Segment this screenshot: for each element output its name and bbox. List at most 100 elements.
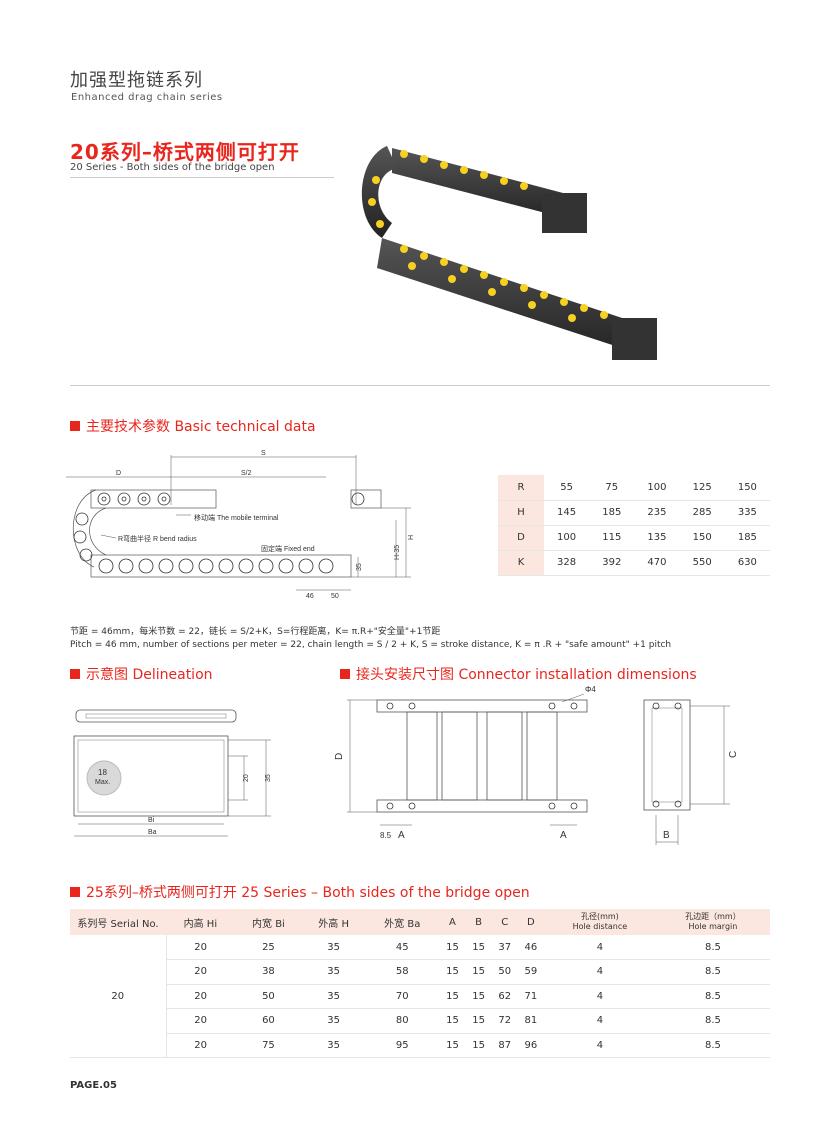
table-cell: 150 — [724, 475, 770, 501]
table-cell: 58 — [365, 959, 440, 985]
table-cell: 15 — [439, 935, 466, 960]
series25-heading-text: 25系列–桥式两侧可打开 25 Series – Both sides of t… — [86, 885, 530, 901]
table-cell: 185 — [589, 500, 635, 526]
table-cell: 75 — [589, 475, 635, 501]
table-cell: 87 — [491, 1033, 518, 1058]
fixed-end-label: 固定端 Fixed end — [261, 544, 315, 553]
table-cell: 95 — [365, 1033, 440, 1058]
table-cell: 59 — [517, 959, 544, 985]
column-header: 外高 H — [302, 909, 366, 935]
dim-35-label: 35 — [356, 563, 363, 571]
serial-number-cell: 20 — [70, 935, 167, 1058]
dim-c-label: C — [728, 751, 739, 758]
row-label-cell: K — [498, 550, 544, 576]
table-cell: 70 — [365, 984, 440, 1009]
dim-50-label: 50 — [331, 593, 339, 600]
table-cell: 4 — [543, 1033, 656, 1058]
dim-a-left-label: A — [398, 830, 405, 841]
table-cell: 8.5 — [655, 984, 770, 1009]
bullet-square-icon — [70, 669, 80, 679]
table-cell: 8.5 — [655, 1033, 770, 1058]
table-cell: 15 — [465, 935, 492, 960]
series-subtitle: 20 Series - Both sides of the bridge ope… — [70, 162, 275, 173]
column-header-cn: 孔径(mm) — [580, 912, 619, 921]
table-cell: 100 — [544, 525, 590, 551]
column-header: D — [517, 909, 544, 935]
max-suffix-label: Max. — [95, 779, 110, 786]
table-cell: 20 — [166, 1008, 235, 1034]
row-label-cell: D — [498, 525, 544, 551]
hole-diameter-label: Φ4 — [585, 685, 596, 694]
column-header-cn: 孔边距（mm） — [685, 912, 741, 921]
delineation-heading: 示意图 Delineation — [70, 664, 213, 684]
table-cell: 125 — [679, 475, 725, 501]
chain-dimension-diagram: S D S/2 移动端 The mobile terminal R弯曲半径 R … — [66, 450, 415, 600]
column-header: 内高 Hi — [166, 909, 235, 935]
table-cell: 8.5 — [655, 935, 770, 960]
basic-data-heading: 主要技术参数 Basic technical data — [70, 416, 316, 436]
table-cell: 235 — [634, 500, 680, 526]
table-cell: 45 — [365, 935, 440, 960]
table-cell: 335 — [724, 500, 770, 526]
table-cell: 80 — [365, 1008, 440, 1034]
table-cell: 285 — [679, 500, 725, 526]
basic-data-heading-text: 主要技术参数 Basic technical data — [86, 419, 316, 435]
table-cell: 15 — [439, 1008, 466, 1034]
table-cell: 185 — [724, 525, 770, 551]
series25-heading: 25系列–桥式两侧可打开 25 Series – Both sides of t… — [70, 882, 530, 902]
table-cell: 470 — [634, 550, 680, 576]
table-cell: 46 — [517, 935, 544, 960]
table-cell: 75 — [234, 1033, 303, 1058]
connector-installation-diagram: Φ4 D 8.5 A A — [334, 685, 596, 841]
dim-b-label: B — [663, 830, 670, 841]
table-cell: 115 — [589, 525, 635, 551]
table-cell: 62 — [491, 984, 518, 1009]
table-cell: 4 — [543, 935, 656, 960]
column-header-en: Hole distance — [572, 922, 628, 931]
dim-s2-label: S/2 — [241, 470, 252, 477]
series-title: 20系列–桥式两侧可打开 — [70, 140, 300, 164]
table-cell: 96 — [517, 1033, 544, 1058]
table-cell: 20 — [166, 984, 235, 1009]
column-header-en: Hole margin — [688, 922, 738, 931]
table-cell: 15 — [465, 984, 492, 1009]
table-cell: 35 — [302, 984, 366, 1009]
dim-d-label: D — [334, 753, 345, 760]
column-header: C — [491, 909, 518, 935]
column-header: 孔径(mm)Hole distance — [543, 909, 656, 935]
delineation-diagram: 18 Max. 20 35 Bi Ba — [73, 709, 272, 837]
table-cell: 35 — [302, 1008, 366, 1034]
column-header: 系列号 Serial No. — [70, 909, 166, 935]
row-label-cell: H — [498, 500, 544, 526]
table-cell: 50 — [234, 984, 303, 1009]
table-cell: 35 — [302, 935, 366, 960]
table-cell: 4 — [543, 984, 656, 1009]
dim-d-label: D — [116, 470, 121, 477]
page-header-subtitle: Enhanced drag chain series — [71, 92, 223, 103]
table-cell: 20 — [166, 935, 235, 960]
connector-side-diagram: C B — [643, 699, 739, 845]
table-cell: 25 — [234, 935, 303, 960]
dim-35-label: 35 — [265, 774, 272, 782]
bullet-square-icon — [340, 669, 350, 679]
dim-a-right-label: A — [560, 830, 567, 841]
table-cell: 20 — [166, 1033, 235, 1058]
page-number: PAGE.05 — [70, 1080, 117, 1091]
table-cell: 72 — [491, 1008, 518, 1034]
table-cell: 81 — [517, 1008, 544, 1034]
table-cell: 4 — [543, 1008, 656, 1034]
page-header-title: 加强型拖链系列 — [70, 70, 203, 91]
bullet-square-icon — [70, 887, 80, 897]
column-header: A — [439, 909, 466, 935]
table-cell: 37 — [491, 935, 518, 960]
table-cell: 15 — [439, 1033, 466, 1058]
table-cell: 4 — [543, 959, 656, 985]
table-cell: 100 — [634, 475, 680, 501]
